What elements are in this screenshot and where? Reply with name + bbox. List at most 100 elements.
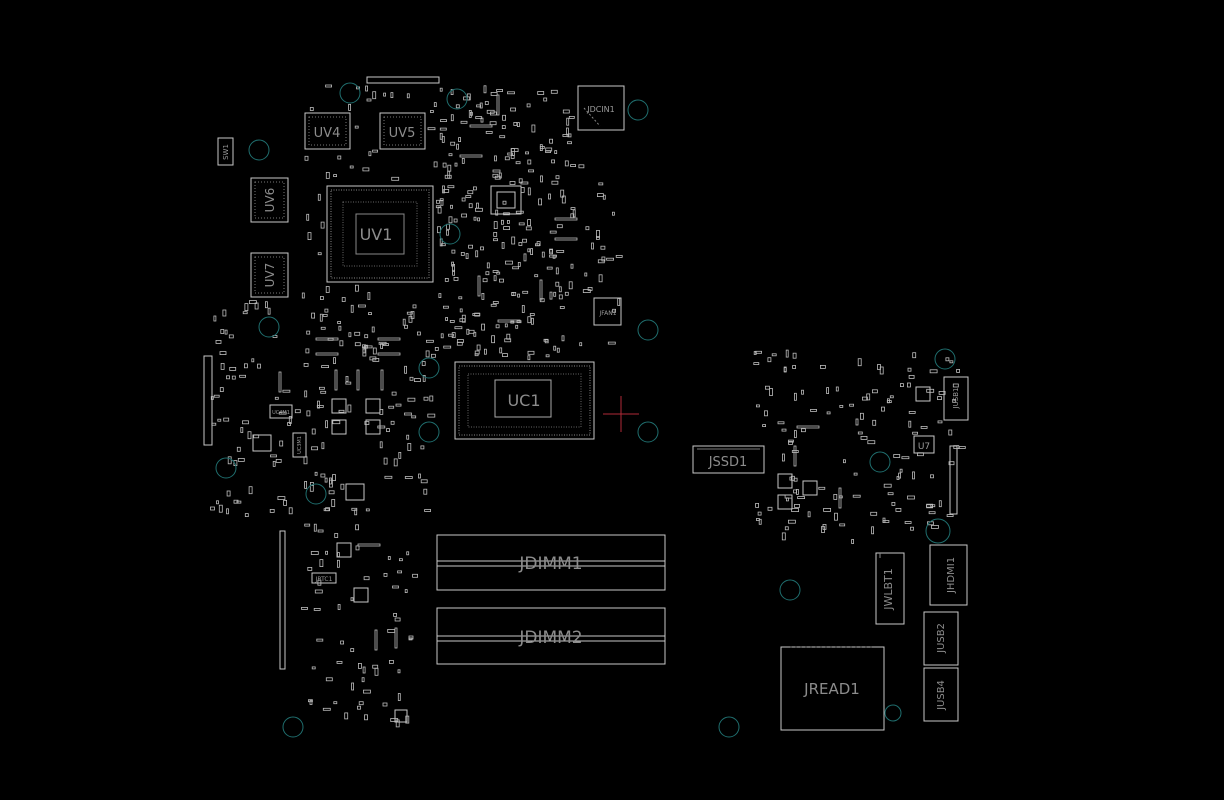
- smd-part: [423, 488, 428, 495]
- resistor-strip: [334, 369, 338, 391]
- smd-part: [325, 420, 329, 429]
- uv4-chip[interactable]: [304, 112, 351, 150]
- smd-part: [322, 707, 331, 711]
- jrtc1-connector[interactable]: [311, 572, 337, 584]
- smd-part: [350, 597, 354, 602]
- smd-part: [455, 104, 460, 109]
- uv7-chip[interactable]: [250, 252, 289, 298]
- top-connector[interactable]: [366, 76, 440, 84]
- smd-part: [348, 104, 352, 111]
- smd-part: [494, 155, 497, 162]
- smd-part: [877, 364, 881, 370]
- smd-part: [849, 403, 854, 407]
- smd-part: [460, 120, 468, 124]
- jwlbt1-label: JWLBT1: [882, 568, 895, 611]
- smd-part: [390, 718, 399, 722]
- u7-chip[interactable]: [913, 435, 935, 454]
- smd-part: [383, 457, 388, 465]
- jusb2-connector[interactable]: [923, 611, 959, 666]
- smd-part: [429, 110, 434, 113]
- smd-part: [791, 475, 795, 481]
- smd-part: [242, 420, 249, 425]
- jssd1-label: JSSD1: [708, 455, 748, 470]
- smd-part: [482, 278, 488, 283]
- smd-part: [952, 398, 957, 403]
- smd-part: [251, 358, 255, 363]
- smd-part: [926, 388, 935, 393]
- smd-part: [337, 155, 342, 160]
- smd-part: [328, 490, 335, 495]
- smd-part: [311, 446, 319, 451]
- smd-part: [348, 332, 352, 338]
- smd-part: [556, 249, 565, 253]
- smd-part: [597, 193, 604, 198]
- jusb4-connector[interactable]: [923, 667, 959, 722]
- smd-part: [461, 213, 468, 218]
- smd-part: [210, 506, 215, 511]
- smd-part: [460, 251, 465, 256]
- smd-part: [442, 305, 449, 309]
- smd-part: [860, 412, 864, 420]
- smd-part: [558, 294, 563, 300]
- uv1-gpu[interactable]: [326, 185, 434, 283]
- smd-part: [461, 157, 465, 164]
- smd-part: [530, 248, 533, 256]
- smd-part: [513, 122, 518, 126]
- smd-part: [495, 324, 500, 329]
- right-edge-connector[interactable]: [949, 445, 958, 515]
- smd-part: [410, 311, 415, 319]
- jssd1-connector[interactable]: [692, 445, 765, 474]
- smd-part: [304, 390, 308, 398]
- smd-part: [881, 406, 885, 412]
- uv6-chip[interactable]: [250, 177, 289, 223]
- smd-part: [515, 161, 521, 165]
- uv4-label: UV4: [314, 126, 341, 141]
- jread1-slot[interactable]: [780, 646, 885, 731]
- smd-part: [314, 471, 318, 476]
- smd-part: [242, 311, 248, 315]
- resistor-strip: [477, 275, 481, 297]
- uc3-chip[interactable]: [292, 432, 307, 458]
- smd-part: [517, 122, 520, 127]
- left-edge-connector[interactable]: [203, 355, 213, 446]
- smd-part: [551, 180, 559, 185]
- smd-part: [338, 325, 342, 331]
- sw1-switch[interactable]: [217, 137, 234, 166]
- smd-part: [570, 263, 574, 269]
- smd-part: [333, 357, 336, 365]
- smd-part: [585, 226, 590, 231]
- smd-part: [319, 296, 324, 300]
- smd-part: [948, 429, 953, 436]
- jdimm1-slot[interactable]: [436, 534, 666, 591]
- uv5-chip[interactable]: [379, 112, 426, 150]
- smd-part: [839, 523, 846, 527]
- jdcin1-connector[interactable]: [577, 85, 625, 131]
- lvds-connector[interactable]: [279, 530, 286, 670]
- jfan1-connector[interactable]: [593, 297, 622, 326]
- uc4-chip[interactable]: [269, 404, 293, 419]
- smd-part: [474, 350, 480, 355]
- uc1-cpu[interactable]: [454, 361, 595, 440]
- uv5-label: UV5: [389, 126, 416, 141]
- smd-part: [551, 159, 555, 164]
- smd-part: [468, 244, 474, 249]
- smd-part: [515, 210, 524, 214]
- jhdmi1-connector[interactable]: [929, 544, 968, 606]
- smd-part: [412, 304, 417, 309]
- smd-part: [479, 102, 483, 109]
- smd-part: [355, 545, 360, 551]
- smd-part: [354, 342, 361, 347]
- smd-part: [461, 197, 466, 202]
- jusb1-connector[interactable]: [943, 376, 969, 421]
- smd-part: [503, 226, 511, 231]
- smd-part: [357, 663, 362, 669]
- smd-part: [404, 412, 412, 416]
- pch-chip[interactable]: [490, 185, 522, 215]
- smd-part: [448, 216, 453, 224]
- smd-part: [899, 468, 903, 473]
- smd-part: [953, 445, 960, 450]
- jwlbt1-connector[interactable]: [875, 552, 905, 625]
- smd-part: [324, 308, 329, 313]
- smd-part: [344, 712, 349, 720]
